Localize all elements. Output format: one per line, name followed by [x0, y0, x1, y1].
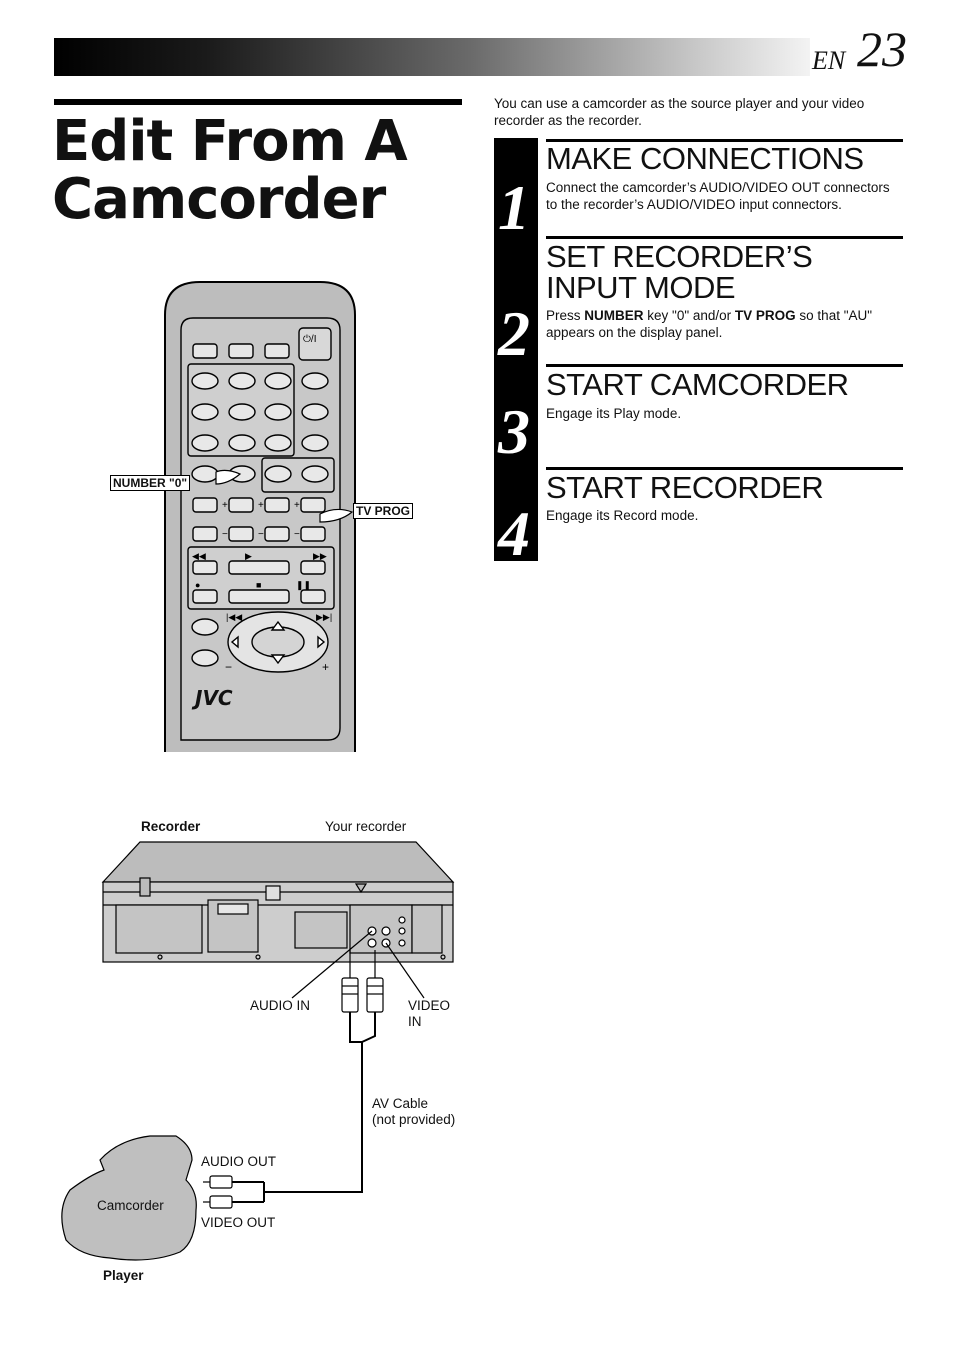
svg-text:●: ● — [195, 580, 200, 590]
svg-text:■: ■ — [256, 580, 261, 590]
video-in-label-line1: VIDEO — [408, 998, 451, 1013]
svg-text:▶▶|: ▶▶| — [316, 612, 332, 622]
step-1-number: 1 — [498, 172, 530, 243]
intro-text: You can use a camcorder as the source pl… — [494, 96, 865, 128]
player-label: Player — [103, 1268, 144, 1283]
svg-text:+: + — [322, 660, 329, 674]
svg-text:⏻/I: ⏻/I — [303, 334, 316, 345]
callout-tv-prog: TV PROG — [353, 503, 414, 519]
step-2-text-mid: key "0" and/or — [643, 308, 735, 323]
svg-text:+: + — [222, 500, 228, 511]
step-3-text: Engage its Play mode. — [546, 406, 682, 421]
av-cable-note: (not provided) — [372, 1112, 456, 1127]
title-rule — [54, 99, 462, 105]
step-2-text-pre: Press — [546, 308, 585, 323]
svg-text:−: − — [225, 660, 232, 674]
page-title: Edit From A Camcorder — [52, 109, 408, 232]
step-2-rule — [546, 236, 903, 239]
svg-text:▶: ▶ — [245, 551, 252, 561]
svg-text:+: + — [258, 500, 264, 511]
step-3-heading: START CAMCORDER — [546, 367, 849, 402]
step-2-number-key: NUMBER — [584, 308, 644, 323]
step-4-rule — [546, 467, 903, 470]
svg-text:❚❚: ❚❚ — [296, 580, 311, 591]
step-3-number: 3 — [498, 396, 530, 467]
svg-text:−: − — [258, 529, 264, 540]
av-cable-label: AV Cable — [372, 1096, 429, 1111]
step-1-rule — [546, 139, 903, 142]
header-gradient-bar — [54, 38, 810, 76]
audio-out-label: AUDIO OUT — [201, 1154, 277, 1169]
step-3-rule — [546, 364, 903, 367]
step-2-tvprog-key: TV PROG — [734, 308, 796, 323]
video-out-label: VIDEO OUT — [201, 1215, 276, 1230]
audio-in-label: AUDIO IN — [250, 998, 311, 1013]
step-2-heading: SET RECORDER’S INPUT MODE — [546, 239, 813, 305]
svg-text:▶▶: ▶▶ — [313, 551, 327, 561]
svg-text:◀◀: ◀◀ — [192, 551, 206, 561]
svg-text:+: + — [294, 500, 300, 511]
step-4-heading: START RECORDER — [546, 470, 824, 505]
video-in-label-line2: IN — [408, 1014, 422, 1029]
step-4-text: Engage its Record mode. — [546, 508, 699, 523]
your-recorder-label: Your recorder — [325, 819, 407, 834]
svg-text:−: − — [294, 529, 300, 540]
step-2-number: 2 — [498, 298, 530, 369]
recorder-label: Recorder — [141, 819, 201, 834]
svg-text:|◀◀: |◀◀ — [226, 612, 242, 622]
step-1-text: Connect the camcorder’s AUDIO/VIDEO OUT … — [546, 180, 890, 212]
svg-text:−: − — [222, 529, 228, 540]
step-4-number: 4 — [498, 498, 530, 569]
step-2-text: Press NUMBER key "0" and/or TV PROG so t… — [546, 307, 901, 341]
remote-brand-logo: JVC — [195, 686, 233, 710]
camcorder-label: Camcorder — [97, 1198, 164, 1213]
callout-number-0: NUMBER "0" — [110, 475, 191, 491]
step-1-heading: MAKE CONNECTIONS — [546, 141, 864, 176]
page-number: 23 — [857, 21, 907, 77]
step-number-bar — [494, 138, 538, 561]
step-2-text-post: so that "AU" appears on the display pane… — [546, 308, 873, 340]
language-code: EN — [812, 46, 846, 75]
